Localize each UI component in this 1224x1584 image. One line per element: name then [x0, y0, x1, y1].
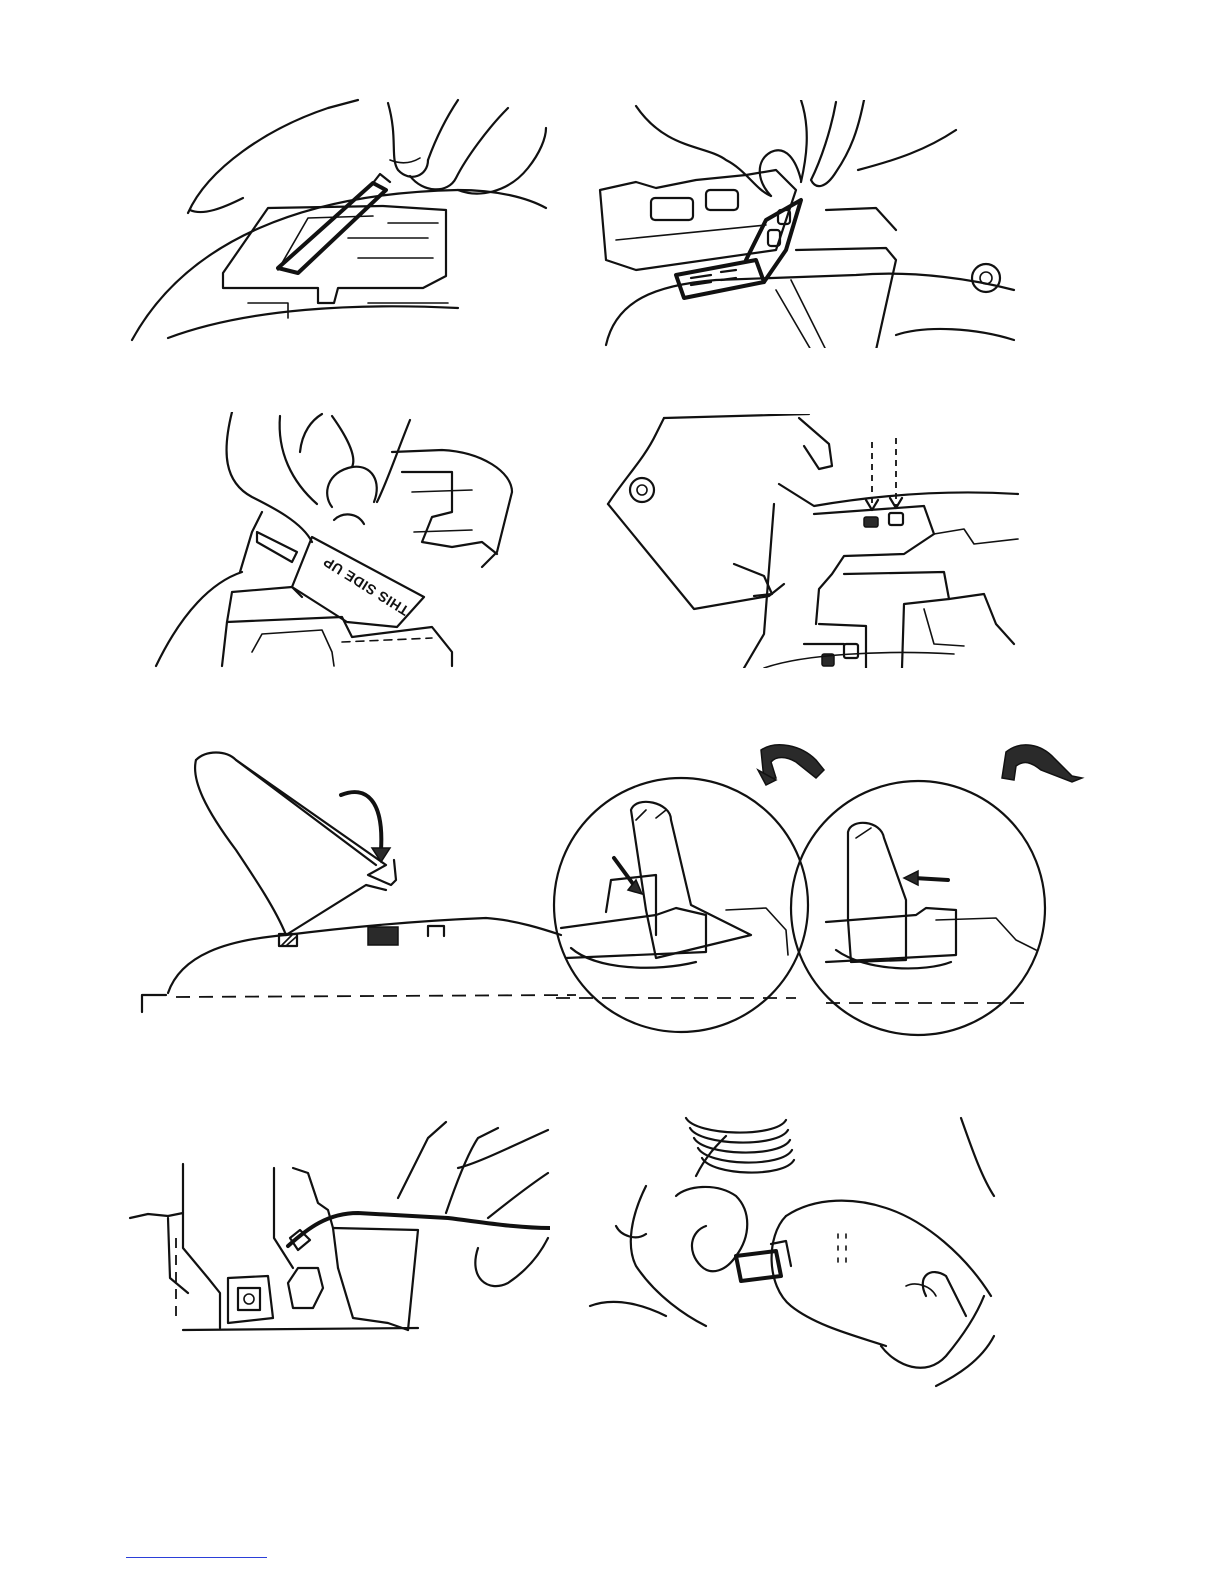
hand-folding-label-card-drawing — [596, 100, 1016, 348]
this-side-up-label: THIS SIDE UP — [320, 554, 411, 619]
detail-circle-right — [791, 781, 1045, 1035]
cover-hinge-insert-drawing — [604, 414, 1020, 668]
figure-7 — [586, 1116, 998, 1394]
detail-circle-left — [554, 778, 808, 1032]
handset-cord-plug-drawing — [586, 1116, 998, 1394]
hand-lifting-tab-drawing — [128, 98, 548, 346]
figure-3: THIS SIDE UP — [152, 412, 548, 668]
footer-rule — [126, 1557, 267, 1558]
figure-2 — [596, 100, 1016, 348]
phone-silhouette-icon — [1002, 745, 1082, 782]
phone-silhouette-icon — [758, 745, 824, 785]
wall-mount-bracket-drawing — [136, 740, 1096, 1040]
figure-1 — [128, 98, 548, 346]
hand-inserting-card-drawing: THIS SIDE UP — [152, 412, 548, 668]
figure-6 — [128, 1118, 550, 1334]
cord-routing-drawing — [128, 1118, 550, 1334]
figure-4 — [604, 414, 1020, 668]
figure-5 — [136, 740, 1096, 1040]
